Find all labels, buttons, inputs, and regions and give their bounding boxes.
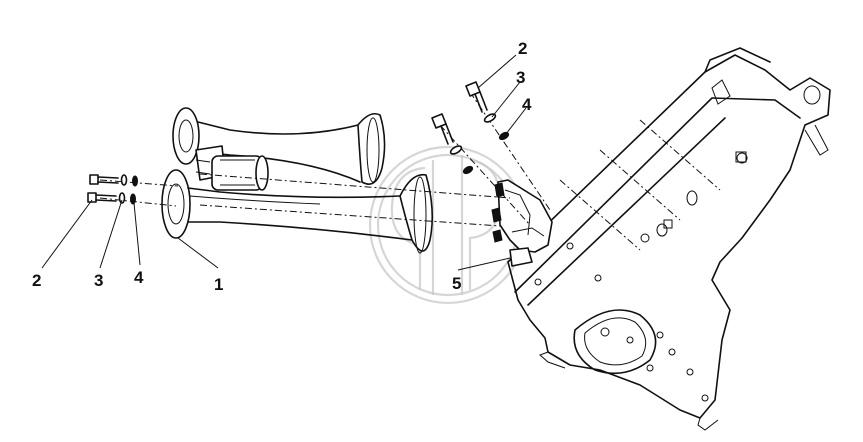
leader-lines	[41, 54, 527, 271]
callout-4-top: 4	[522, 95, 532, 114]
upper-horn-trumpet	[172, 107, 386, 185]
top-fasteners	[431, 81, 510, 175]
callout-1: 1	[214, 275, 223, 294]
horn-valve-block	[195, 145, 269, 191]
callout-4-left: 4	[134, 268, 144, 287]
left-fasteners	[87, 174, 138, 205]
lower-horn-trumpet	[161, 169, 434, 254]
frame-bracket	[507, 47, 831, 431]
assembly-centrelines	[99, 91, 551, 227]
callout-2-left: 2	[32, 271, 41, 290]
callout-labels: 2 3 4 1 5 2 3 4	[32, 39, 532, 294]
callout-5: 5	[452, 274, 461, 293]
callout-3-left: 3	[94, 271, 103, 290]
callout-2-top: 2	[518, 39, 527, 58]
horn-mount-bracket	[491, 179, 553, 267]
callout-3-top: 3	[516, 68, 525, 87]
